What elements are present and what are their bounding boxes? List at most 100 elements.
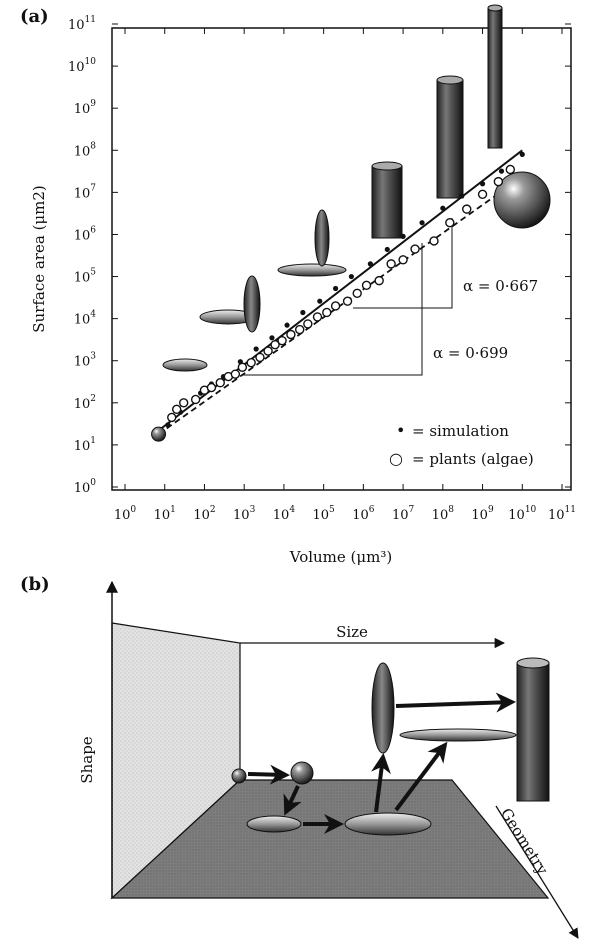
short-cylinder-shape [371, 161, 403, 239]
legend-label-simulation: = simulation [412, 422, 509, 440]
simulation-point [440, 205, 446, 211]
large-disc [344, 812, 432, 836]
plant-point [398, 255, 408, 265]
x-tick-label: 108 [432, 505, 455, 523]
panel-b-label: (b) [20, 574, 50, 595]
x-tick-label: 100 [114, 505, 137, 523]
panel-a-label: (a) [20, 6, 49, 27]
plant-point [352, 288, 362, 298]
bracket-alpha-0699 [243, 243, 423, 376]
x-tick-label: 103 [233, 505, 256, 523]
plant-point [342, 296, 353, 306]
size-axis-label: Size [336, 623, 368, 641]
simulation-point [367, 261, 373, 267]
transformation-arrows [247, 692, 516, 834]
plant-point [477, 189, 488, 199]
simulation-point [269, 335, 275, 341]
diagram-b: Shape Size Geometry [78, 580, 579, 939]
simulation-point [300, 309, 306, 316]
plant-point [374, 275, 384, 286]
long-cylinder-shape [487, 4, 503, 149]
legend-label-plants: = plants (algae) [412, 450, 534, 468]
simulation-point [317, 298, 323, 304]
simulation-point [332, 285, 339, 292]
simulation-point [348, 273, 355, 280]
x-tick-label: 101 [154, 505, 176, 523]
plant-point [386, 259, 396, 269]
legend: • = simulation ○ = plants (algae) [389, 421, 534, 468]
plant-point [277, 335, 287, 346]
large-disc-shape [277, 263, 347, 277]
x-axis-label: Volume (μm³) [289, 548, 393, 566]
simulation-point [459, 193, 465, 199]
simulation-point [419, 220, 425, 226]
small-sphere [231, 768, 247, 784]
plant-point [462, 204, 472, 214]
x-tick-label: 104 [273, 505, 296, 523]
y-tick-label: 1010 [68, 57, 96, 75]
plant-point [167, 412, 177, 423]
small-disc [246, 815, 302, 833]
horizontal-ellipsoid [399, 728, 517, 742]
simulation-point [165, 422, 171, 428]
plant-point [178, 398, 189, 408]
x-tick-label: 107 [392, 505, 415, 523]
plant-point [505, 164, 516, 175]
y-tick-label: 105 [74, 268, 97, 286]
x-tick-label: 105 [312, 505, 335, 523]
plant-point [246, 357, 256, 368]
plant-point [330, 301, 341, 311]
data-points [151, 151, 525, 442]
plant-point [215, 378, 225, 388]
large-sphere-shape [493, 171, 551, 229]
plant-point [190, 394, 201, 405]
annotation-alpha-0667: α = 0·667 [463, 277, 538, 295]
y-tick-label: 108 [74, 141, 97, 159]
simulation-point [253, 346, 259, 352]
plant-point [270, 340, 280, 350]
y-tick-label: 101 [74, 436, 96, 454]
simulation-point [384, 246, 390, 253]
shape-axis-label: Shape [78, 736, 96, 783]
alpha-brackets [243, 218, 453, 376]
vertical-spindle-shape [243, 275, 261, 333]
arrow-disc-to-ellipsoid [371, 753, 391, 813]
simulation-point [284, 322, 290, 328]
plant-point [255, 352, 265, 363]
y-tick-label: 104 [74, 310, 97, 328]
annotation-alpha-0699: α = 0·699 [433, 344, 508, 362]
x-tick-label: 1011 [548, 505, 576, 523]
y-tick-label: 109 [74, 99, 97, 117]
plant-point [445, 218, 455, 228]
plant-point [263, 346, 273, 356]
plant-point [410, 244, 420, 254]
y-axis-label: Surface area (μm2) [30, 185, 48, 333]
y-tick-label: 107 [74, 183, 97, 201]
plot-frame [111, 27, 572, 491]
geometry-axis-arrow [495, 805, 579, 939]
simulation-point [498, 168, 505, 174]
x-tick-label: 109 [471, 505, 494, 523]
bracket-alpha-0667 [353, 218, 453, 309]
small-ellipsoid-shape [162, 358, 208, 372]
x-tick-label: 1010 [508, 505, 536, 523]
legend-marker-simulation: • [396, 421, 405, 440]
simulation-point [519, 151, 525, 157]
arrow-sphere-to-disc [283, 785, 302, 816]
plant-point [171, 404, 182, 415]
arrow-sphere-to-sphere [247, 764, 290, 785]
plant-point [303, 319, 313, 329]
plant-point [286, 329, 296, 340]
plant-point [312, 312, 323, 322]
y-tick-label: 100 [74, 478, 97, 496]
plant-point [322, 307, 332, 318]
arrow-disc-to-flat [394, 741, 448, 812]
start-sphere-point [151, 426, 167, 442]
x-tick-label: 106 [352, 505, 375, 523]
plant-point [295, 324, 305, 335]
shape-illustrations [162, 4, 551, 372]
